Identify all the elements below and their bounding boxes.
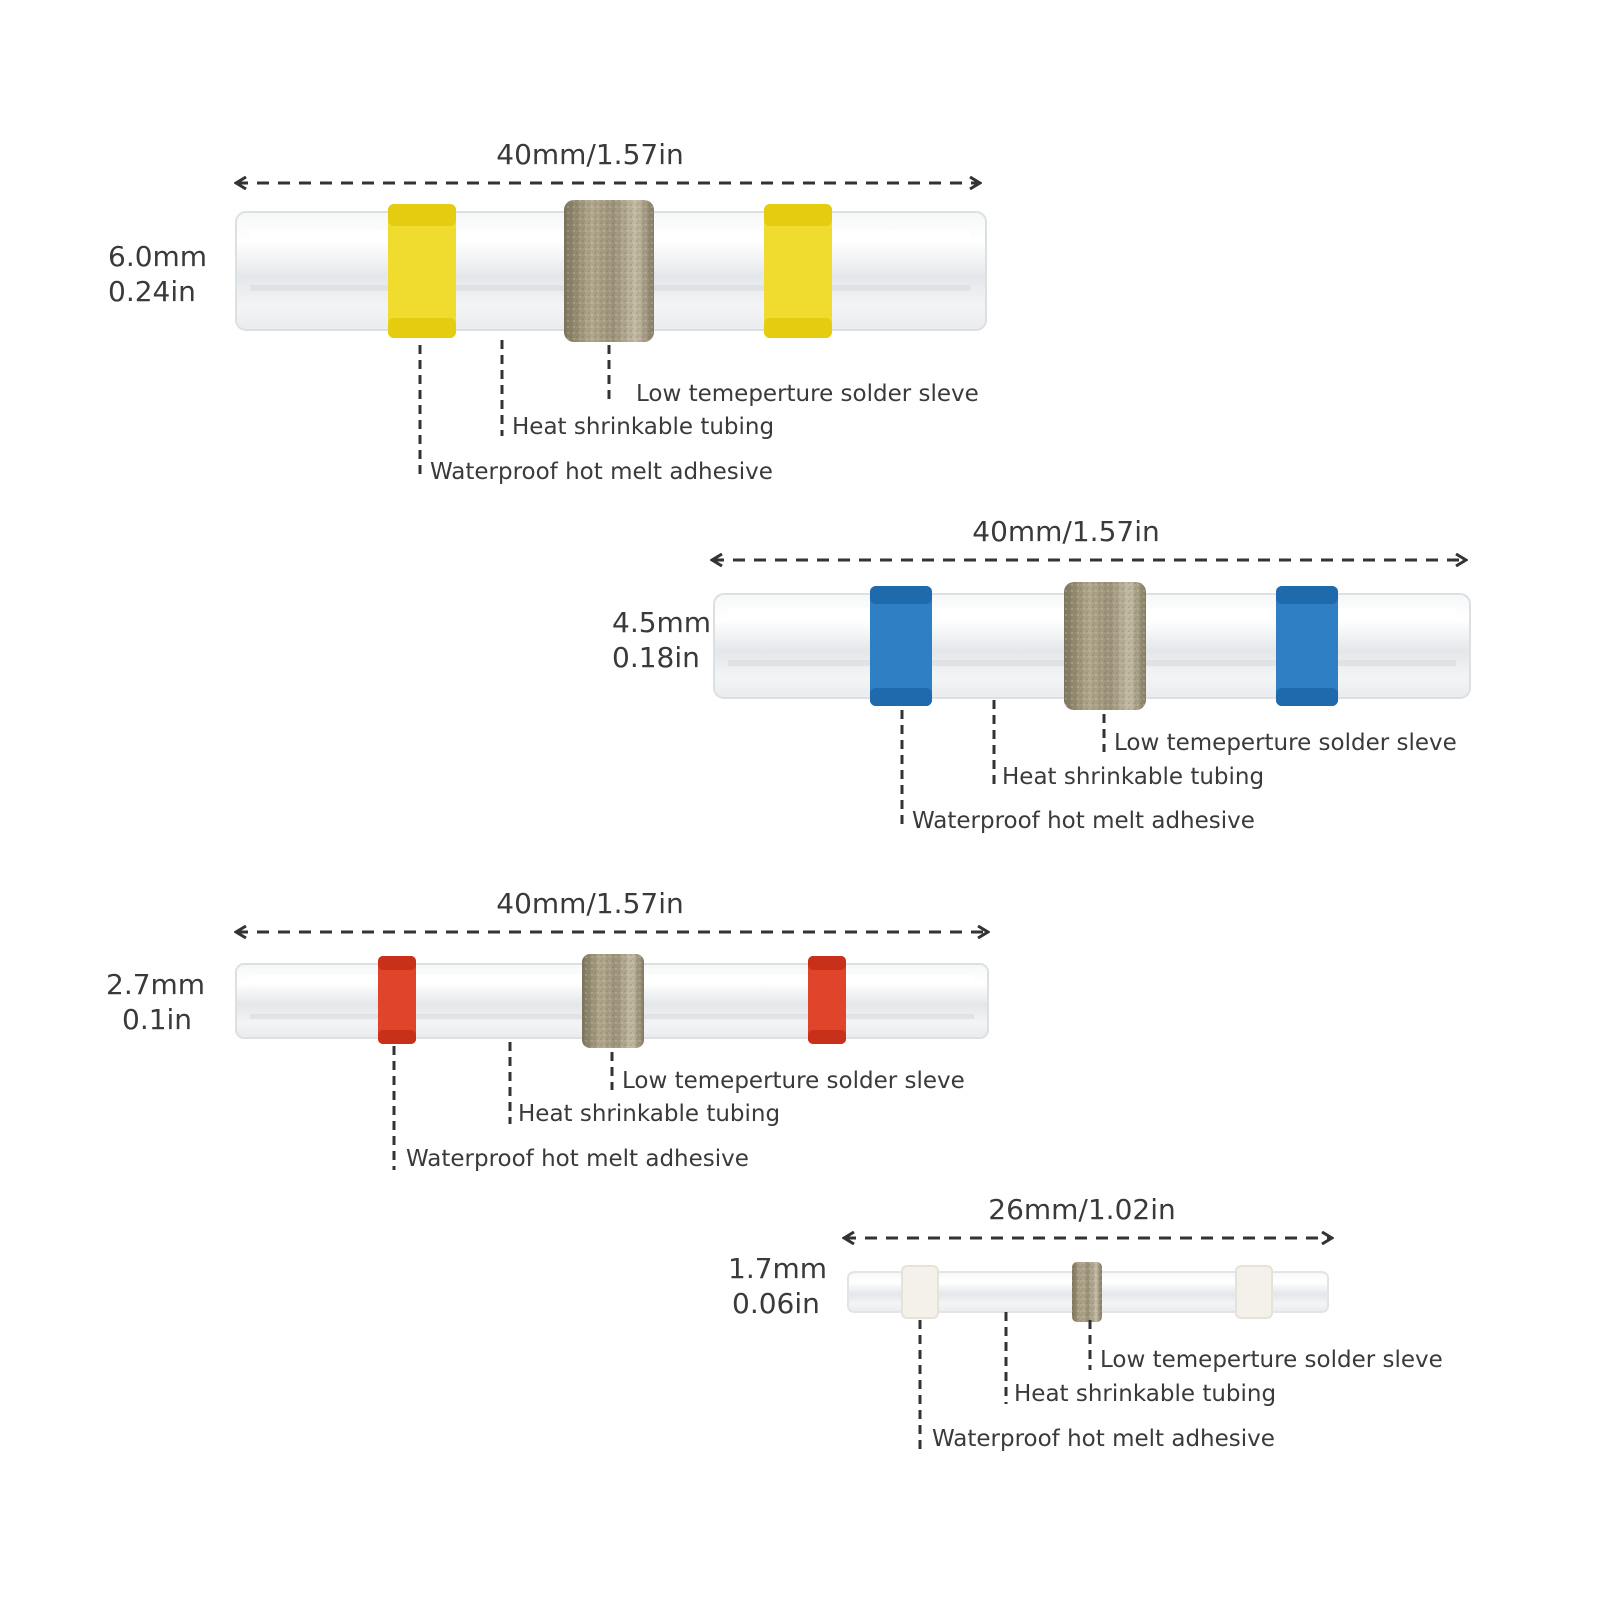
callout-solder-label: Low temeperture solder sleve — [622, 1068, 965, 1094]
length-label: 26mm/1.02in — [988, 1193, 1175, 1226]
callout-tubing-label: Heat shrinkable tubing — [1002, 764, 1264, 790]
callout-tubing-label: Heat shrinkable tubing — [1014, 1381, 1276, 1407]
connector-white: 26mm/1.02in 1.7mm 0.06in Low temeperture… — [728, 1193, 1443, 1452]
solder-sleeve — [582, 954, 644, 1048]
callout-solder-label: Low temeperture solder sleve — [1100, 1347, 1443, 1373]
callout-adhesive-label: Waterproof hot melt adhesive — [932, 1426, 1275, 1452]
adhesive-band-right — [808, 956, 846, 1044]
callout-tubing-label: Heat shrinkable tubing — [518, 1101, 780, 1127]
length-label: 40mm/1.57in — [972, 515, 1159, 548]
connector-red: 40mm/1.57in 2.7mm 0.1in Low temeperture … — [106, 887, 988, 1172]
diameter-mm-label: 4.5mm — [612, 606, 711, 639]
callout-adhesive-label: Waterproof hot melt adhesive — [406, 1146, 749, 1172]
solder-sleeve — [564, 200, 654, 342]
callout-solder-label: Low temeperture solder sleve — [636, 381, 979, 407]
diameter-in-label: 0.24in — [108, 275, 196, 308]
connector-blue: 40mm/1.57in 4.5mm 0.18in Low temeperture… — [612, 515, 1471, 834]
callout-tubing-label: Heat shrinkable tubing — [512, 414, 774, 440]
solder-sleeve — [1072, 1262, 1102, 1322]
diameter-mm-label: 1.7mm — [728, 1252, 827, 1285]
diameter-in-label: 0.06in — [732, 1287, 820, 1320]
diameter-in-label: 0.1in — [122, 1003, 192, 1036]
adhesive-band-left — [378, 956, 416, 1044]
adhesive-band-right — [764, 204, 832, 338]
diameter-mm-label: 6.0mm — [108, 240, 207, 273]
length-label: 40mm/1.57in — [496, 887, 683, 920]
length-label: 40mm/1.57in — [496, 138, 683, 171]
adhesive-band-left — [870, 586, 932, 706]
adhesive-band-right — [1235, 1265, 1273, 1319]
diameter-in-label: 0.18in — [612, 641, 700, 674]
callout-adhesive-label: Waterproof hot melt adhesive — [912, 808, 1255, 834]
diameter-mm-label: 2.7mm — [106, 968, 205, 1001]
adhesive-band-left — [388, 204, 456, 338]
adhesive-band-right — [1276, 586, 1338, 706]
callout-solder-label: Low temeperture solder sleve — [1114, 730, 1457, 756]
connector-yellow: 40mm/1.57in 6.0mm 0.24in Low temeperture… — [108, 138, 987, 485]
callout-adhesive-label: Waterproof hot melt adhesive — [430, 459, 773, 485]
adhesive-band-left — [901, 1265, 939, 1319]
solder-sleeve — [1064, 582, 1146, 710]
